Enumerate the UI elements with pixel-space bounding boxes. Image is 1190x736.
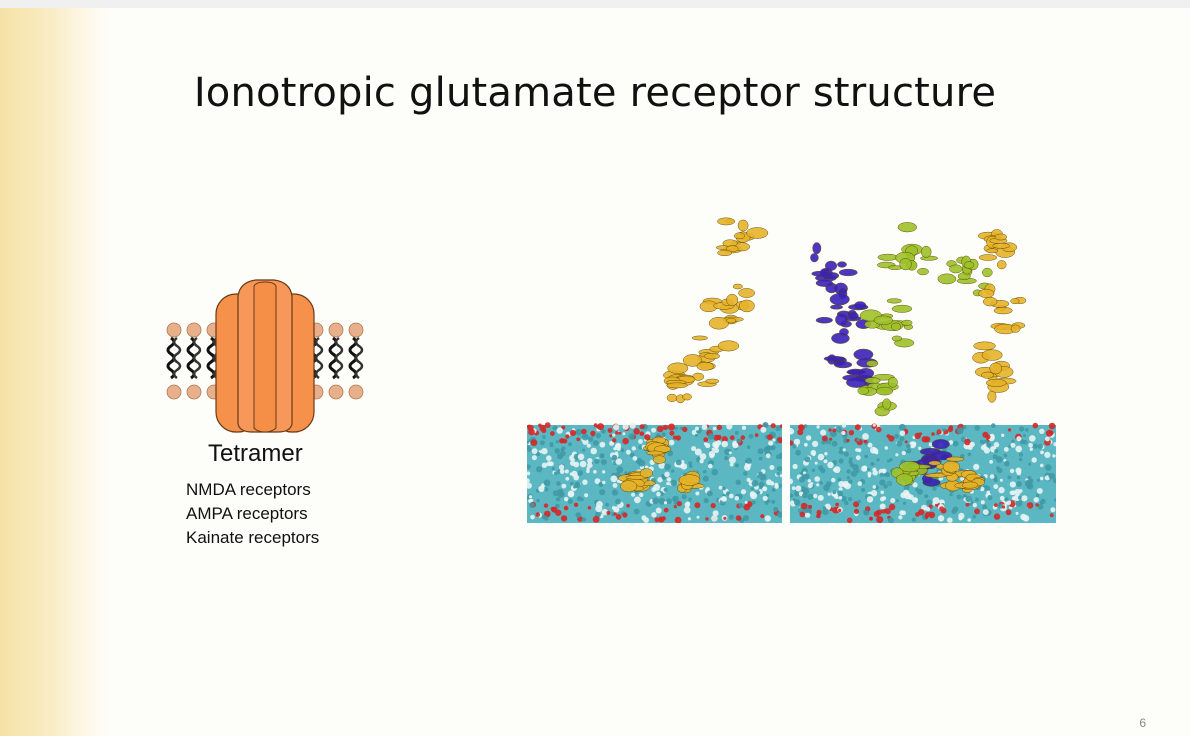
receptor-item-nmda: NMDA receptors [186, 480, 311, 499]
slide: Ionotropic glutamate receptor structure … [0, 8, 1190, 736]
receptor-list: NMDA receptors AMPA receptors Kainate re… [186, 478, 319, 550]
receptor-item-ampa: AMPA receptors [186, 504, 308, 523]
receptor-item-kainate: Kainate receptors [186, 528, 320, 547]
page-number: 6 [1139, 716, 1146, 730]
protein-tetramer-image [790, 222, 1056, 523]
decorative-side-band [0, 8, 110, 736]
slide-title: Ionotropic glutamate receptor structure [193, 70, 997, 116]
protein-monomer-image [527, 217, 782, 523]
tetramer-label: Tetramer [208, 440, 303, 467]
ion-channel-icon [166, 279, 364, 433]
